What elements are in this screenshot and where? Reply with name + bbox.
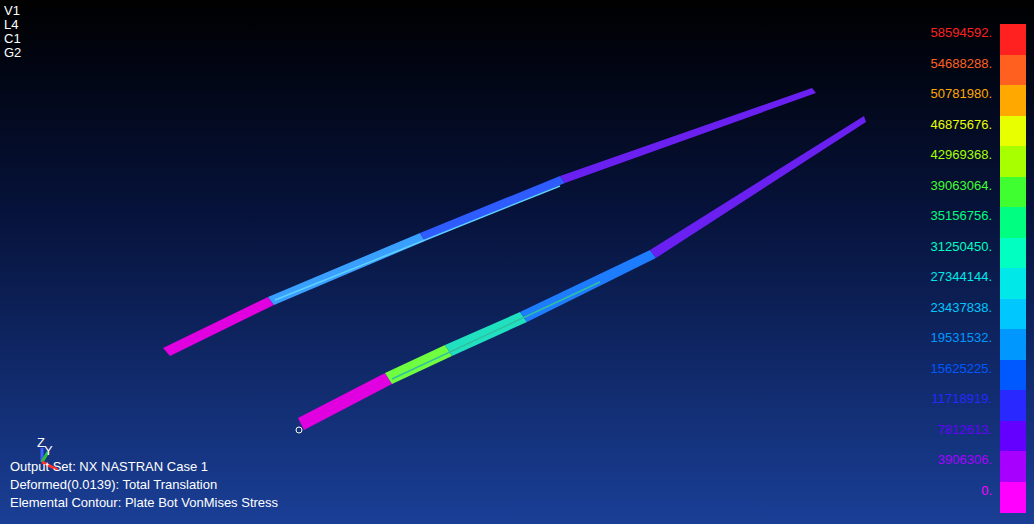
- color-swatch: [1000, 329, 1026, 360]
- view-info: L4: [4, 18, 18, 32]
- legend-value: 35156756.: [931, 209, 992, 223]
- legend-value: 11718919.: [932, 392, 993, 406]
- legend-value: 46875676.: [931, 118, 992, 132]
- beam-flange: [392, 282, 600, 379]
- beam-segment: [268, 233, 425, 305]
- legend-value: 54688288.: [931, 57, 992, 71]
- legend-value: 31250450.: [931, 240, 992, 254]
- axis-label: Y: [44, 444, 53, 458]
- status-text: Elemental Contour: Plate Bot VonMises St…: [10, 496, 278, 510]
- color-swatch: [1000, 85, 1026, 116]
- legend-value: 39063064.: [931, 179, 992, 193]
- view-info: G2: [4, 46, 21, 60]
- color-swatch: [1000, 268, 1026, 299]
- legend-value: 3906306.: [938, 453, 992, 467]
- beam-segment: [650, 116, 866, 258]
- beam-segment: [420, 176, 565, 241]
- beam-flange: [275, 186, 560, 300]
- legend-value: 58594592.: [931, 26, 992, 40]
- color-swatch: [1000, 146, 1026, 177]
- color-swatch: [1000, 360, 1026, 391]
- color-swatch: [1000, 24, 1026, 55]
- legend-value: 0.: [981, 484, 992, 498]
- legend-value: 19531532.: [931, 331, 992, 345]
- legend-value: 50781980.: [931, 87, 992, 101]
- color-swatch: [1000, 482, 1026, 513]
- color-swatch: [1000, 116, 1026, 147]
- beam-segment: [445, 312, 527, 356]
- legend-value: 42969368.: [931, 148, 992, 162]
- color-swatch: [1000, 207, 1026, 238]
- view-info: C1: [4, 32, 21, 46]
- axis-label: Z: [37, 436, 45, 450]
- beam-segment: [560, 88, 816, 183]
- color-swatch: [1000, 55, 1026, 86]
- beam-segment: [163, 297, 274, 356]
- beam-segment: [520, 250, 656, 322]
- view-info: V1: [4, 4, 20, 18]
- legend-value: 23437838.: [931, 301, 992, 315]
- status-text: Deformed(0.0139): Total Translation: [10, 478, 217, 492]
- color-swatch: [1000, 451, 1026, 482]
- legend-value: 7812613.: [938, 423, 992, 437]
- node-marker: [296, 427, 302, 433]
- beam-segment: [298, 373, 392, 430]
- legend-value: 15625225.: [931, 362, 992, 376]
- legend-value: 27344144.: [931, 270, 992, 284]
- color-swatch: [1000, 421, 1026, 452]
- color-swatch: [1000, 299, 1026, 330]
- color-swatch: [1000, 177, 1026, 208]
- color-swatch: [1000, 390, 1026, 421]
- color-swatch: [1000, 238, 1026, 269]
- status-text: Output Set: NX NASTRAN Case 1: [10, 460, 208, 474]
